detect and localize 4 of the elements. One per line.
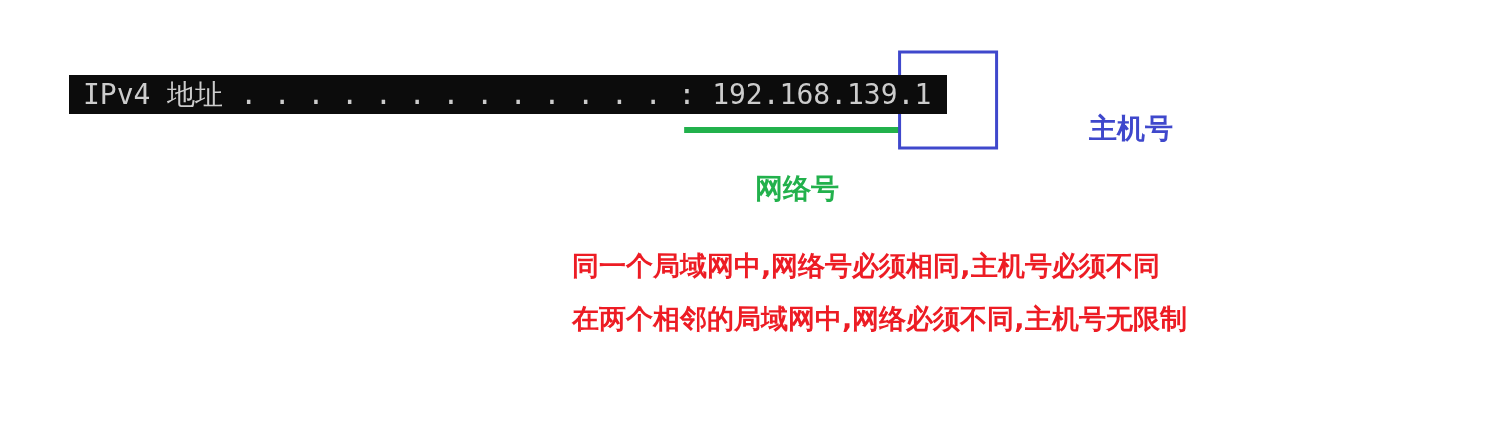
host-number-label: 主机号 bbox=[1089, 111, 1173, 147]
network-number-label: 网络号 bbox=[755, 171, 839, 207]
note-text: 在两个相邻的局域网中,网络必须不同,主机号无限制 bbox=[572, 302, 1187, 336]
note-text: 同一个局域网中,网络号必须相同,主机号必须不同 bbox=[572, 249, 1160, 283]
